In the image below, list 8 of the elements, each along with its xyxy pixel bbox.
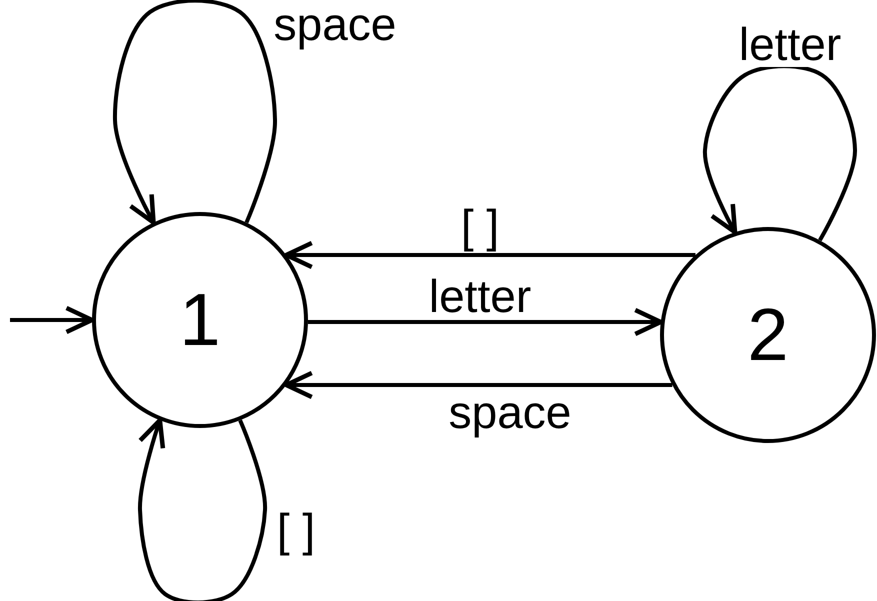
state-number: 1 (179, 283, 221, 357)
arrow (284, 370, 672, 400)
state-number: 2 (747, 298, 789, 372)
arrow (10, 306, 94, 334)
arrow (113, 0, 277, 225)
arrow (308, 308, 664, 336)
arrow (138, 418, 267, 601)
arrow (284, 240, 696, 270)
